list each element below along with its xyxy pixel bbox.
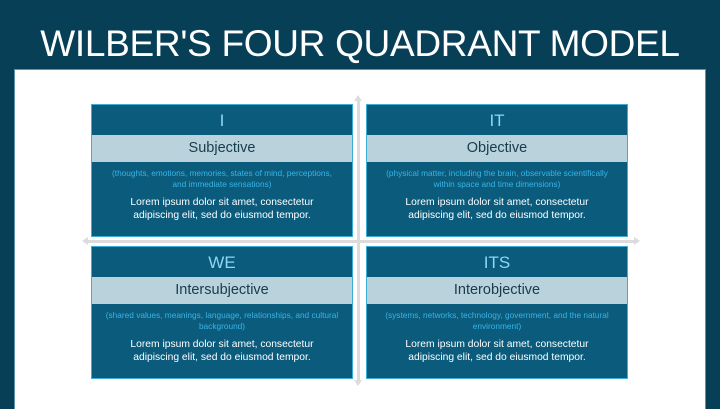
- quadrant-name: Objective: [367, 135, 627, 162]
- quadrant-card-we: WE Intersubjective (shared values, meani…: [91, 246, 353, 379]
- slide-title: WILBER'S FOUR QUADRANT MODEL: [40, 23, 680, 64]
- horizontal-axis: [86, 240, 634, 243]
- arrow-up-icon: [354, 95, 362, 101]
- arrow-right-icon: [634, 237, 640, 245]
- quadrant-name: Interobjective: [367, 277, 627, 304]
- quadrant-label: I: [219, 111, 225, 130]
- quadrant-body: Lorem ipsum dolor sit amet, consectetur …: [130, 339, 314, 363]
- quadrant-label: WE: [208, 253, 236, 272]
- quadrant-card-i: I Subjective (thoughts, emotions, memori…: [91, 104, 353, 237]
- quadrant-label: ITS: [483, 253, 511, 272]
- quadrant-description: (physical matter, including the brain, o…: [386, 168, 608, 189]
- quadrant-name: Subjective: [92, 135, 352, 162]
- arrow-down-icon: [354, 380, 362, 386]
- quadrant-name: Intersubjective: [92, 277, 352, 304]
- quadrant-card-its: ITS Interobjective (systems, networks, t…: [366, 246, 628, 379]
- quadrant-description: (thoughts, emotions, memories, states of…: [112, 168, 332, 189]
- quadrant-description: (systems, networks, technology, governme…: [385, 310, 609, 331]
- arrow-left-icon: [82, 237, 88, 245]
- quadrant-description: (shared values, meanings, language, rela…: [105, 310, 339, 331]
- quadrant-card-it: IT Objective (physical matter, including…: [366, 104, 628, 237]
- quadrant-body: Lorem ipsum dolor sit amet, consectetur …: [405, 339, 589, 363]
- quadrant-body: Lorem ipsum dolor sit amet, consectetur …: [130, 197, 314, 221]
- vertical-axis: [357, 100, 360, 381]
- quadrant-label: IT: [489, 111, 505, 130]
- quadrant-body: Lorem ipsum dolor sit amet, consectetur …: [405, 197, 589, 221]
